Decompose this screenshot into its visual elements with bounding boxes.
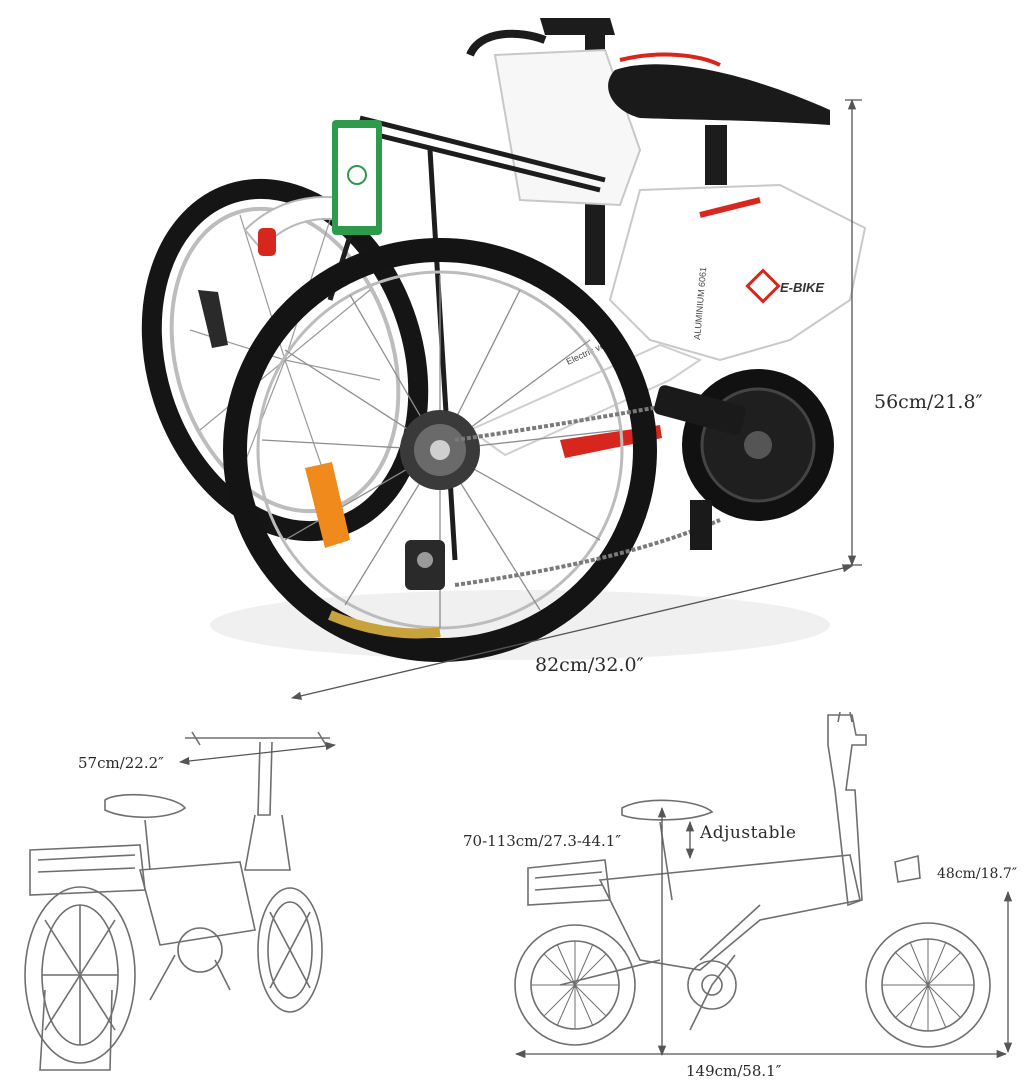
side-view-drawing xyxy=(514,711,991,1048)
seat-height-dimension xyxy=(657,806,695,1057)
battery-pack xyxy=(493,48,642,207)
decal-brand: E-BIKE xyxy=(780,280,824,295)
handlebar-width-dimension xyxy=(178,741,337,766)
folded-length-dimension xyxy=(290,564,854,700)
rear-view-drawing xyxy=(24,731,330,1071)
seat-adjustable-label: Adjustable xyxy=(700,823,797,843)
rear-reflector xyxy=(258,228,276,256)
handlebar-width-label: 57cm/22.2″ xyxy=(78,754,164,772)
spoke-reflector xyxy=(305,462,350,548)
wheel-size-label: 48cm/18.7″ xyxy=(937,866,1018,882)
derailleur xyxy=(405,540,445,590)
folded-height-dimension xyxy=(845,98,862,567)
folded-length-label: 82cm/32.0″ xyxy=(535,654,644,676)
folded-bike-photo: E-BIKE ALUMINIUM 6061 Electric vehicle xyxy=(141,18,867,662)
frame-red-accent xyxy=(699,197,761,218)
total-length-label: 149cm/58.1″ xyxy=(686,1062,782,1080)
chainring xyxy=(653,369,834,550)
seat xyxy=(608,52,830,185)
seat-height-label: 70-113cm/27.3-44.1″ xyxy=(463,832,621,850)
main-frame xyxy=(608,183,867,362)
folded-height-label: 56cm/21.8″ xyxy=(874,391,983,413)
mudguard-black xyxy=(198,290,228,348)
license-plate xyxy=(332,120,382,235)
